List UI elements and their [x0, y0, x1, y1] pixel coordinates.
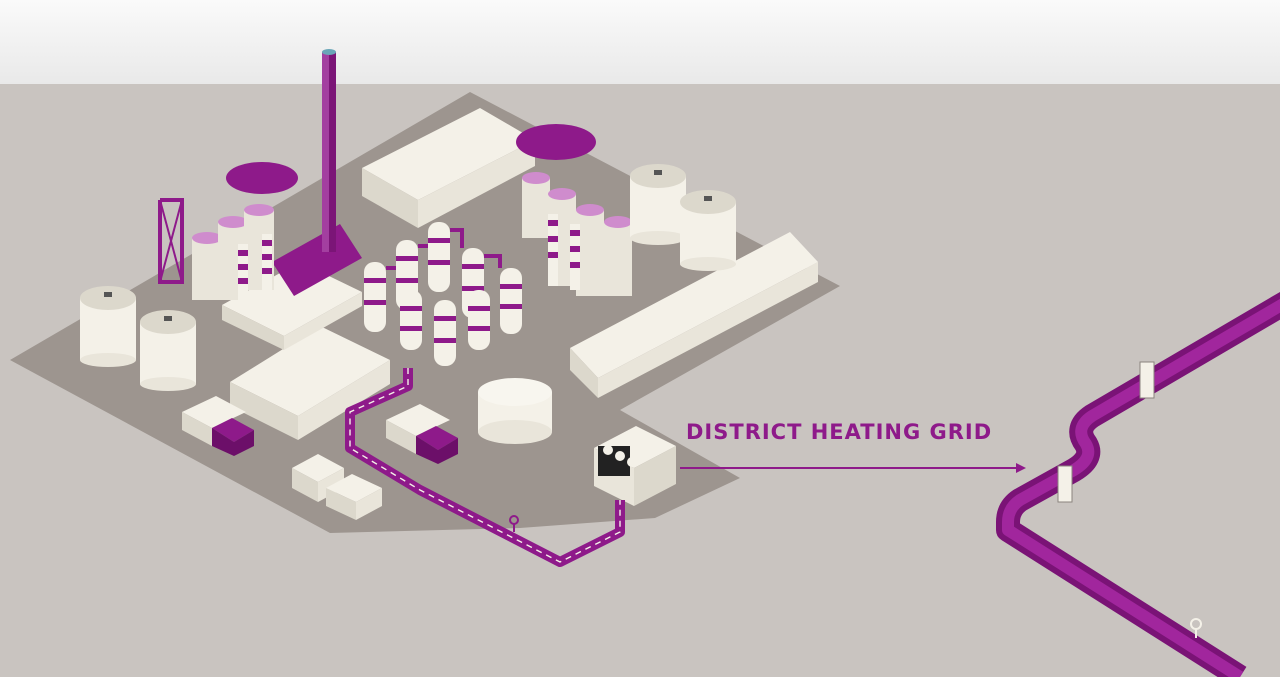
warehouse-top: [362, 108, 535, 228]
sky-band: [0, 0, 1280, 84]
heat-exchanger-unit: [594, 426, 676, 506]
small-house: [292, 454, 344, 502]
district-heating-grid-label: DISTRICT HEATING GRID: [686, 420, 993, 444]
storage-tank: [630, 164, 686, 245]
valve-icon: [1190, 618, 1202, 638]
long-barn: [570, 232, 818, 398]
silo-group-left: [158, 162, 298, 300]
district-heating-pipe: [996, 291, 1280, 677]
small-house: [326, 474, 382, 520]
reactor-columns: [364, 222, 522, 366]
arrow-right-icon: [680, 463, 1026, 473]
truck: [182, 396, 254, 456]
valve-icon: [509, 515, 519, 532]
plant-building: [222, 224, 362, 350]
silo-group-right: [516, 124, 632, 296]
warehouse-lower: [230, 326, 390, 440]
storage-tank: [80, 286, 136, 367]
storage-tank: [680, 190, 736, 271]
chimney: [322, 49, 336, 252]
truck: [386, 404, 458, 464]
round-tank: [478, 378, 552, 444]
storage-tank: [140, 310, 196, 391]
